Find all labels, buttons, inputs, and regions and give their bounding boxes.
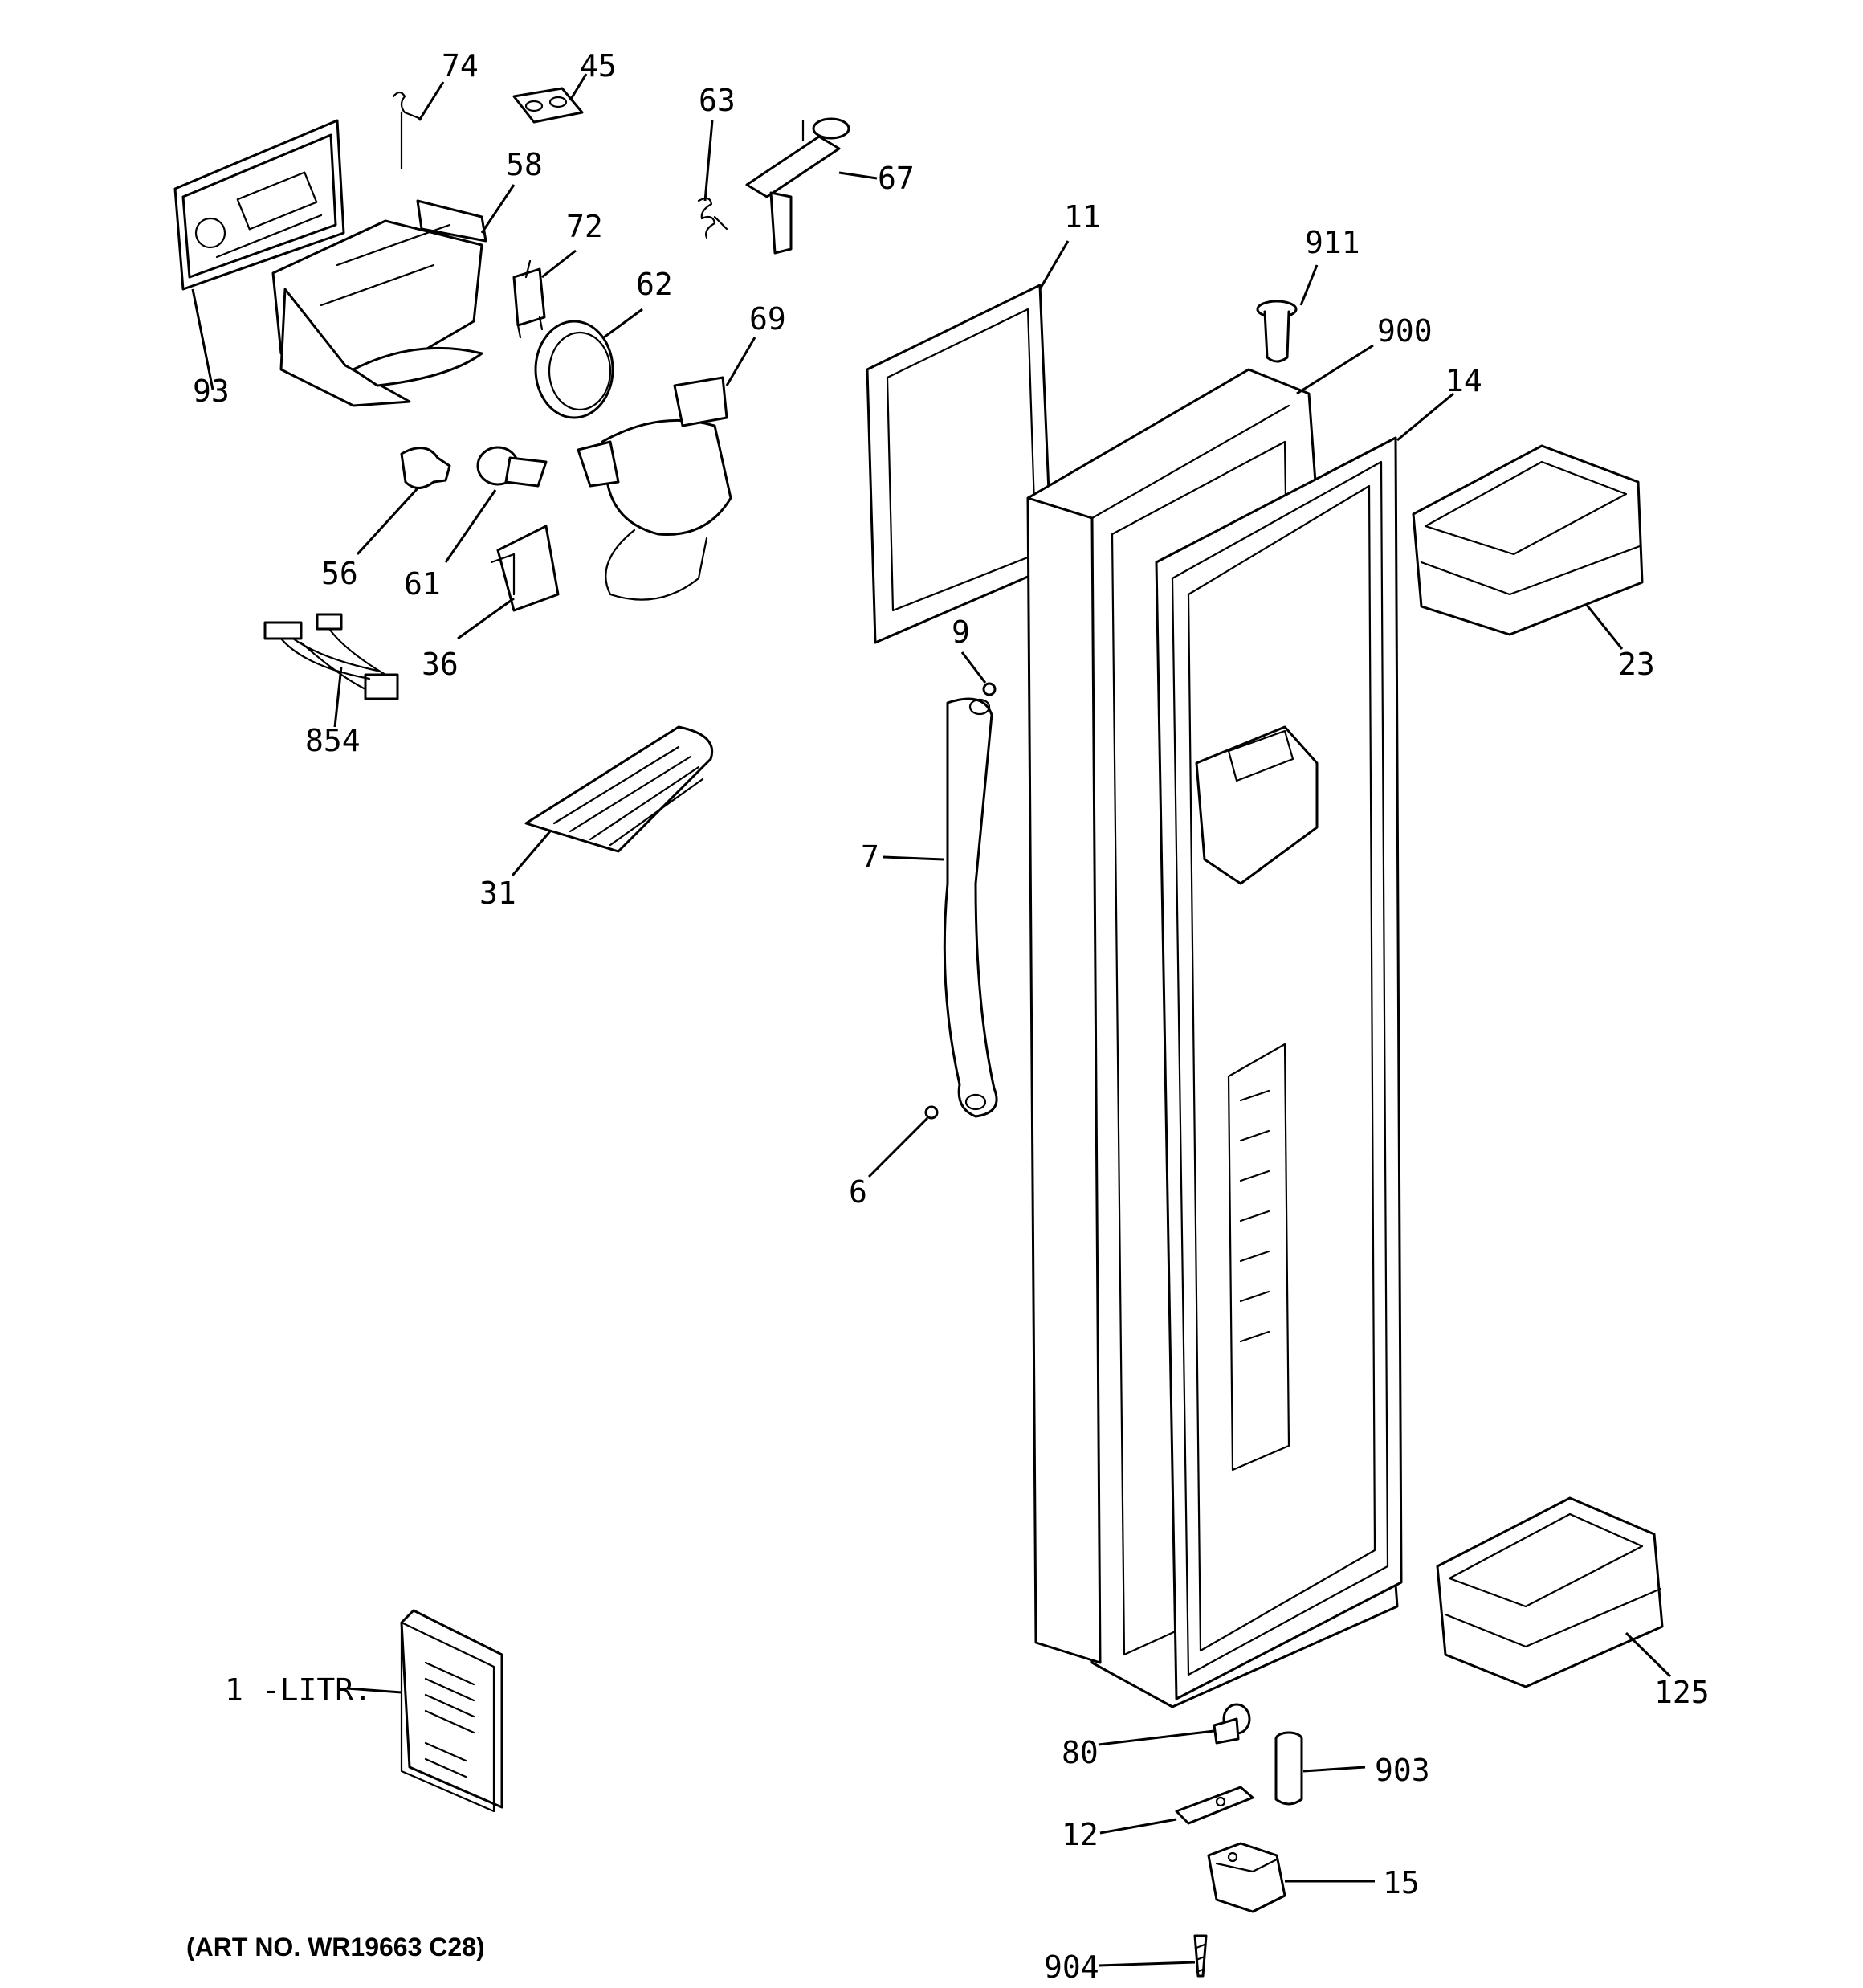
callout-903: 903 bbox=[1375, 1753, 1430, 1788]
part-63-spring bbox=[697, 197, 728, 239]
callout-9: 9 bbox=[952, 614, 970, 650]
part-93-control-panel bbox=[173, 119, 345, 291]
part-58-chute-housing bbox=[271, 199, 487, 407]
callout-900: 900 bbox=[1377, 313, 1433, 349]
part-15-hinge bbox=[1207, 1842, 1286, 1913]
part-74-spring bbox=[392, 91, 422, 170]
callout-904: 904 bbox=[1044, 1949, 1099, 1985]
part-36-bracket bbox=[490, 525, 560, 612]
callout-11: 11 bbox=[1064, 199, 1101, 235]
part-12-shim bbox=[1175, 1786, 1254, 1825]
callout-93: 93 bbox=[193, 374, 230, 409]
part-854-harness bbox=[263, 613, 399, 700]
art-number: (ART NO. WR19663 C28) bbox=[186, 1933, 485, 1961]
callout-36: 36 bbox=[422, 647, 459, 682]
part-80-plug bbox=[1213, 1703, 1251, 1745]
callout-62: 62 bbox=[636, 267, 673, 302]
callout-911: 911 bbox=[1305, 225, 1360, 260]
callout-23: 23 bbox=[1618, 647, 1655, 682]
part-31-drip-tray bbox=[524, 725, 713, 853]
callout-45: 45 bbox=[580, 48, 617, 84]
callout-74: 74 bbox=[442, 48, 479, 84]
callout-61: 61 bbox=[404, 566, 441, 602]
callout-14: 14 bbox=[1445, 363, 1482, 398]
callout-67: 67 bbox=[878, 161, 915, 196]
callout-12: 12 bbox=[1062, 1817, 1099, 1852]
part-72-switch bbox=[512, 259, 546, 339]
part-62-ring bbox=[534, 320, 614, 419]
part-11-door-panel bbox=[866, 284, 1054, 644]
part-61-socket bbox=[476, 446, 548, 488]
callout-63: 63 bbox=[699, 83, 736, 118]
part-14-gasket bbox=[1155, 436, 1403, 1700]
callout-125: 125 bbox=[1654, 1675, 1710, 1710]
callout-labels: 74 45 63 67 58 72 62 69 93 56 61 36 854 … bbox=[193, 48, 1710, 1985]
part-1-literature bbox=[400, 1609, 503, 1813]
part-69-chute-door bbox=[577, 376, 732, 601]
part-45-bracket bbox=[512, 87, 584, 124]
callout-6: 6 bbox=[849, 1174, 867, 1210]
part-904-screw bbox=[1193, 1934, 1208, 1978]
part-67-actuator bbox=[745, 117, 850, 255]
part-7-handle bbox=[943, 697, 998, 1118]
part-125-door-bin bbox=[1436, 1496, 1664, 1688]
leader-lines bbox=[191, 73, 1672, 1967]
part-9-screw bbox=[982, 682, 997, 696]
part-903-bushing bbox=[1274, 1731, 1303, 1806]
callout-69: 69 bbox=[749, 301, 786, 337]
callout-7: 7 bbox=[861, 839, 879, 875]
part-23-door-bin bbox=[1412, 444, 1644, 636]
part-6-screw bbox=[924, 1105, 939, 1120]
callout-56: 56 bbox=[321, 556, 358, 591]
callout-15: 15 bbox=[1383, 1865, 1420, 1900]
part-56-bulb bbox=[400, 447, 451, 489]
callout-72: 72 bbox=[566, 209, 603, 244]
callout-31: 31 bbox=[479, 876, 516, 911]
callout-80: 80 bbox=[1062, 1735, 1099, 1770]
callout-58: 58 bbox=[506, 147, 543, 182]
callout-1-literature: 1 -LITR. bbox=[225, 1672, 372, 1708]
callout-854: 854 bbox=[305, 723, 361, 758]
part-911-cap bbox=[1256, 300, 1298, 363]
